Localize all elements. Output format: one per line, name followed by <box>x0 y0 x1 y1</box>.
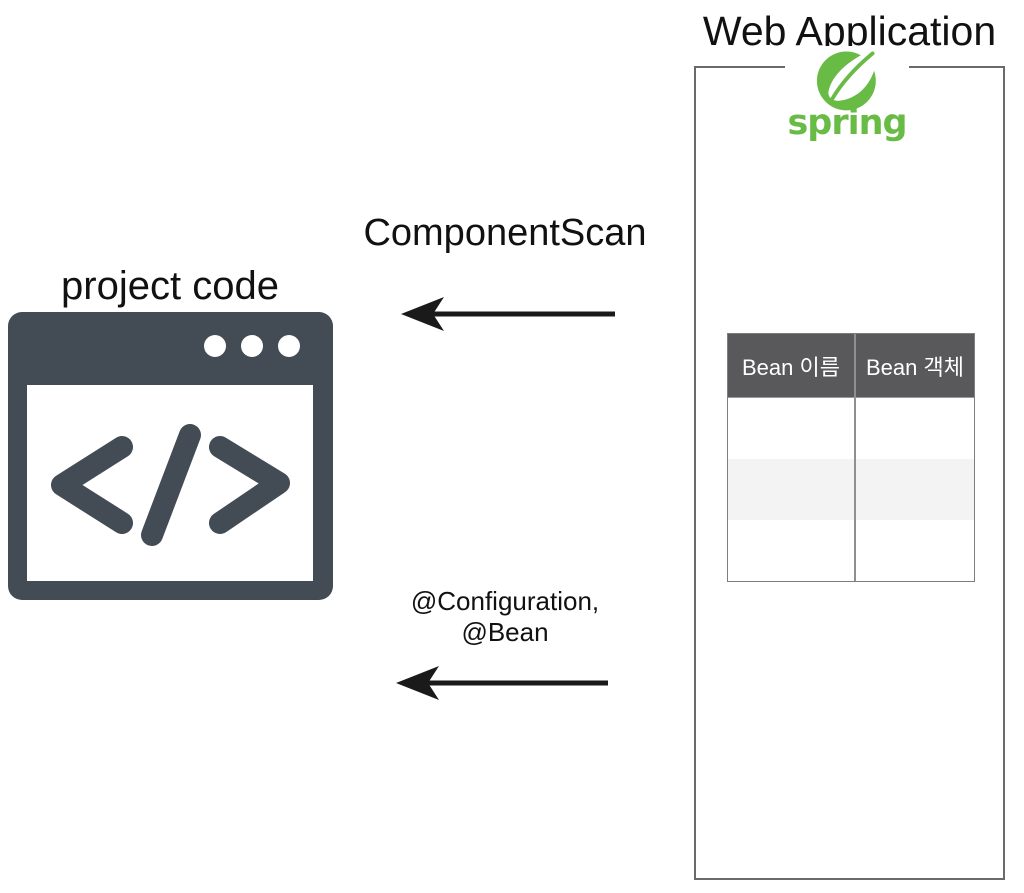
table-cell <box>728 459 856 520</box>
spring-logo: spring <box>785 46 909 145</box>
componentscan-label: ComponentScan <box>363 212 647 254</box>
table-cell <box>856 520 974 581</box>
arrow-left-icon <box>396 666 608 700</box>
table-row <box>728 398 974 459</box>
table-row <box>728 520 974 581</box>
window-dot-icon <box>278 335 300 357</box>
code-icon <box>51 424 290 546</box>
table-cell <box>728 520 856 581</box>
spring-wordmark: spring <box>787 103 907 143</box>
bean-table-header-object: Bean 객체 <box>856 334 974 398</box>
window-dot-icon <box>241 335 263 357</box>
configuration-bean-label: @Configuration, @Bean <box>360 586 650 648</box>
arrow-left-icon <box>401 297 615 331</box>
configuration-label-line2: @Bean <box>461 617 549 647</box>
project-code-label: project code <box>61 264 279 308</box>
table-cell <box>856 459 974 520</box>
window-dot-icon <box>204 335 226 357</box>
code-window-content <box>27 385 313 581</box>
bean-table-header-name: Bean 이름 <box>728 334 856 398</box>
configuration-label-line1: @Configuration, <box>410 586 600 616</box>
table-cell <box>856 398 974 459</box>
code-window-icon <box>8 312 333 600</box>
spring-leaf-icon <box>816 48 877 111</box>
bean-table: Bean 이름 Bean 객체 <box>727 333 975 582</box>
table-row <box>728 459 974 520</box>
table-cell <box>728 398 856 459</box>
bean-table-header-row: Bean 이름 Bean 객체 <box>728 334 974 398</box>
